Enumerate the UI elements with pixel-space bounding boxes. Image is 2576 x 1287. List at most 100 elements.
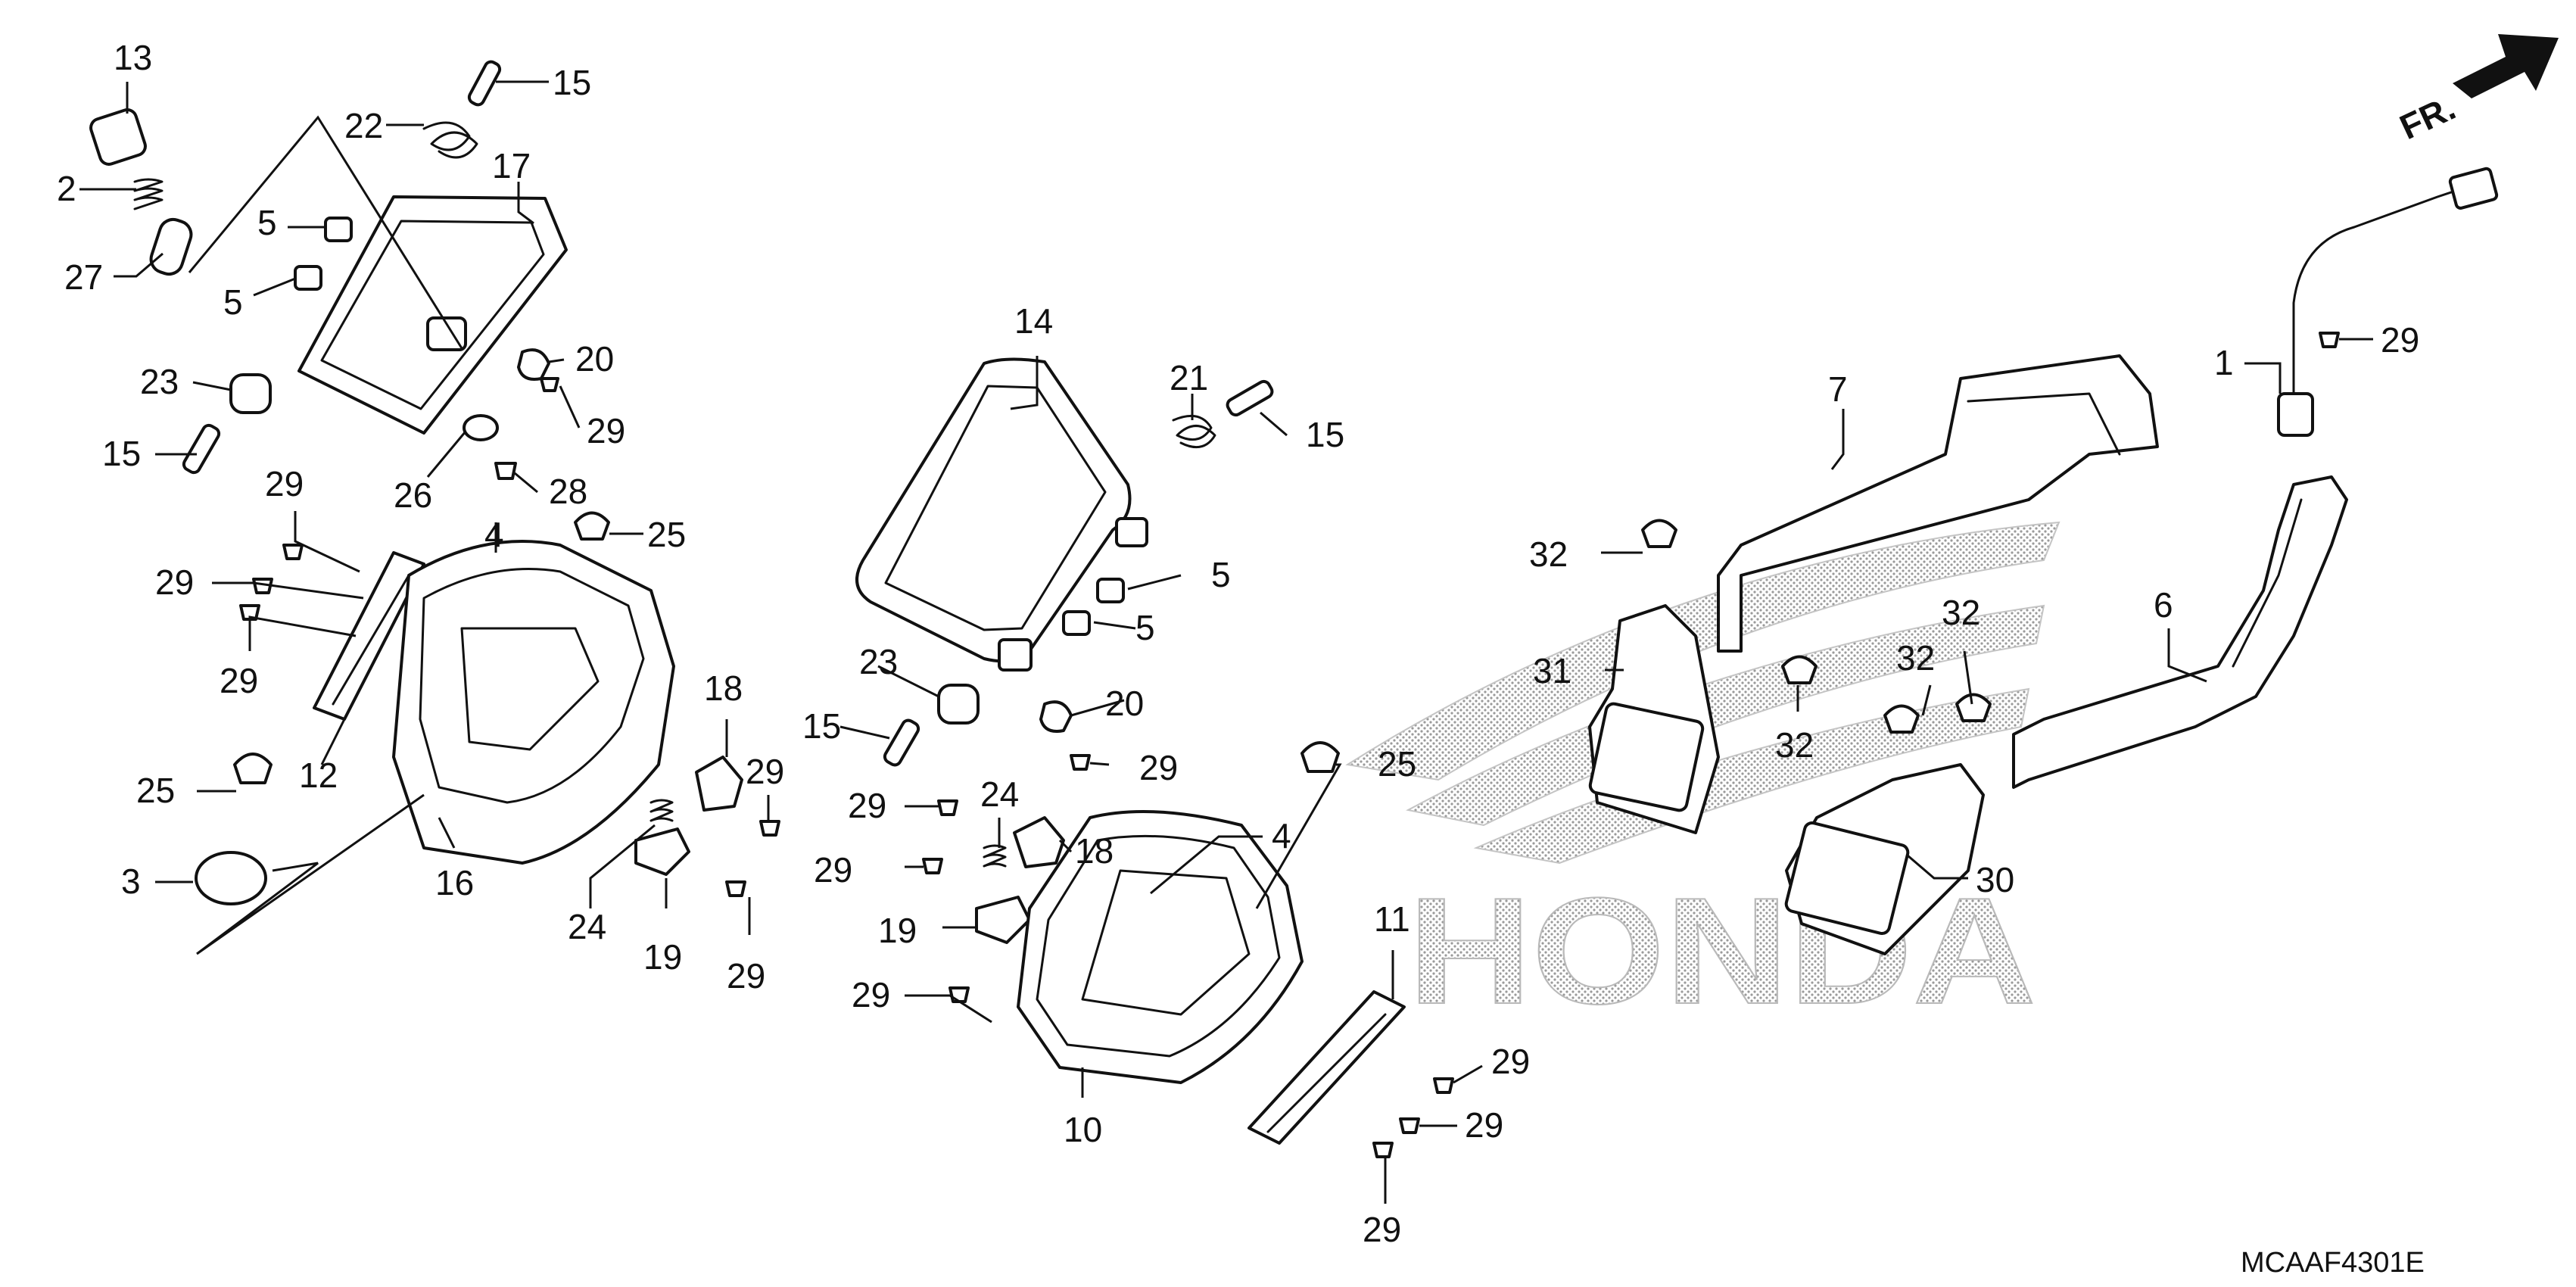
part-6-duct bbox=[2012, 475, 2348, 789]
part-27-collar bbox=[149, 217, 193, 276]
callout-26: 26 bbox=[394, 475, 432, 515]
part-16-box-inner bbox=[460, 627, 600, 751]
part-1-connector bbox=[2448, 167, 2499, 210]
part-7-duct bbox=[1717, 354, 2159, 653]
leader-lines bbox=[79, 80, 2373, 1204]
part-14-hinge-b bbox=[998, 638, 1033, 672]
part-30-duct-mouth bbox=[1784, 821, 1910, 936]
part-24-spring-a bbox=[649, 799, 674, 822]
callout-32: 32 bbox=[1896, 638, 1935, 678]
part-32-clip-b bbox=[1781, 655, 1818, 684]
part-5-clip-b bbox=[294, 265, 322, 291]
callout-19: 19 bbox=[878, 911, 917, 950]
callout-29: 29 bbox=[852, 975, 890, 1014]
callout-30: 30 bbox=[1976, 860, 2014, 899]
part-25-clip-c bbox=[1300, 741, 1340, 773]
callout-20: 20 bbox=[575, 339, 614, 379]
part-32-clip-d bbox=[1955, 693, 1992, 722]
part-11-bracket bbox=[1248, 990, 1406, 1145]
callout-20: 20 bbox=[1105, 684, 1144, 723]
callout-2: 2 bbox=[57, 169, 76, 208]
part-24-spring-b bbox=[983, 844, 1007, 868]
part-11-bracket-edge bbox=[1266, 1013, 1387, 1133]
part-29-screw-k bbox=[1433, 1077, 1454, 1094]
callout-29: 29 bbox=[1139, 748, 1178, 787]
callout-29: 29 bbox=[727, 956, 765, 996]
front-marker: FR. bbox=[2394, 88, 2461, 147]
callout-29: 29 bbox=[1465, 1105, 1503, 1145]
part-14-lid bbox=[855, 357, 1132, 663]
callout-32: 32 bbox=[1529, 534, 1568, 574]
part-29-screw-e bbox=[759, 820, 780, 837]
part-23-bushing-b bbox=[937, 684, 980, 725]
callout-5: 5 bbox=[1135, 608, 1155, 647]
callout-21: 21 bbox=[1170, 358, 1208, 397]
callout-29: 29 bbox=[746, 752, 784, 791]
part-25-clip-b bbox=[233, 753, 273, 784]
callout-15: 15 bbox=[553, 63, 591, 102]
part-15-pin-a bbox=[467, 60, 502, 107]
callout-32: 32 bbox=[1942, 593, 1980, 632]
callout-18: 18 bbox=[704, 668, 743, 708]
part-29-screw-d bbox=[239, 604, 260, 621]
callout-6: 6 bbox=[2154, 585, 2173, 625]
callout-1: 1 bbox=[2214, 343, 2234, 382]
callout-11: 11 bbox=[1374, 899, 1410, 939]
callout-14: 14 bbox=[1014, 301, 1053, 341]
part-29-screw-f bbox=[725, 880, 746, 897]
part-18-latch-b bbox=[1013, 816, 1065, 868]
callout-29: 29 bbox=[155, 562, 194, 602]
callout-4: 4 bbox=[484, 515, 504, 554]
part-23-bushing-a bbox=[229, 373, 272, 414]
callout-15: 15 bbox=[1306, 415, 1344, 454]
part-16-box-rim bbox=[419, 568, 645, 804]
part-32-clip-a bbox=[1641, 519, 1677, 548]
part-15-pin-c bbox=[1226, 379, 1274, 417]
part-25-clip-a bbox=[574, 511, 610, 541]
part-29-screw-i bbox=[922, 858, 943, 874]
part-29-screw-h bbox=[937, 799, 958, 816]
callout-labels: 13 2 27 22 15 17 5 5 23 20 29 15 26 28 2… bbox=[57, 38, 2419, 1249]
part-29-screw-m bbox=[1372, 1142, 1394, 1158]
part-5-clip-d bbox=[1062, 610, 1091, 636]
part-29-screw-j bbox=[948, 986, 970, 1003]
callout-29: 29 bbox=[587, 411, 625, 450]
callout-25: 25 bbox=[136, 771, 175, 810]
part-19-stay-b bbox=[975, 896, 1031, 944]
callout-32: 32 bbox=[1775, 725, 1814, 765]
part-29-screw-g bbox=[1070, 754, 1091, 771]
callout-5: 5 bbox=[257, 203, 277, 242]
part-12-bracket-edge bbox=[332, 574, 410, 706]
callout-23: 23 bbox=[859, 642, 898, 681]
part-2-spring bbox=[133, 178, 164, 210]
part-17-latch bbox=[426, 316, 467, 351]
callout-12: 12 bbox=[299, 756, 338, 795]
callout-22: 22 bbox=[344, 106, 383, 145]
callout-29: 29 bbox=[1491, 1042, 1530, 1081]
part-16-box bbox=[392, 540, 675, 865]
callout-24: 24 bbox=[568, 907, 606, 946]
part-10-box bbox=[1017, 810, 1304, 1084]
diagram-code: MCAAF4301E bbox=[2241, 1247, 2425, 1279]
callout-4: 4 bbox=[1272, 816, 1291, 855]
part-15-pin-b bbox=[182, 423, 221, 475]
callout-24: 24 bbox=[980, 774, 1019, 814]
part-32-clip-c bbox=[1883, 704, 1920, 734]
part-6-duct-edge bbox=[2232, 498, 2303, 668]
part-10-box-rim bbox=[1036, 834, 1281, 1058]
part-1-harness bbox=[2292, 188, 2462, 425]
callout-23: 23 bbox=[140, 362, 179, 401]
part-28-screw bbox=[494, 462, 517, 480]
part-20-stay-a bbox=[517, 348, 550, 381]
part-20-stay-b bbox=[1039, 700, 1073, 733]
callout-17: 17 bbox=[492, 146, 531, 185]
part-29-screw-a bbox=[540, 377, 559, 392]
part-18-latch-a bbox=[695, 756, 743, 812]
part-29-screw-l bbox=[1399, 1117, 1420, 1134]
callout-25: 25 bbox=[647, 515, 686, 554]
part-7-duct-edge bbox=[1967, 392, 2121, 456]
part-19-stay-a bbox=[634, 827, 690, 876]
callout-29: 29 bbox=[1363, 1210, 1401, 1249]
callout-29: 29 bbox=[220, 661, 258, 700]
